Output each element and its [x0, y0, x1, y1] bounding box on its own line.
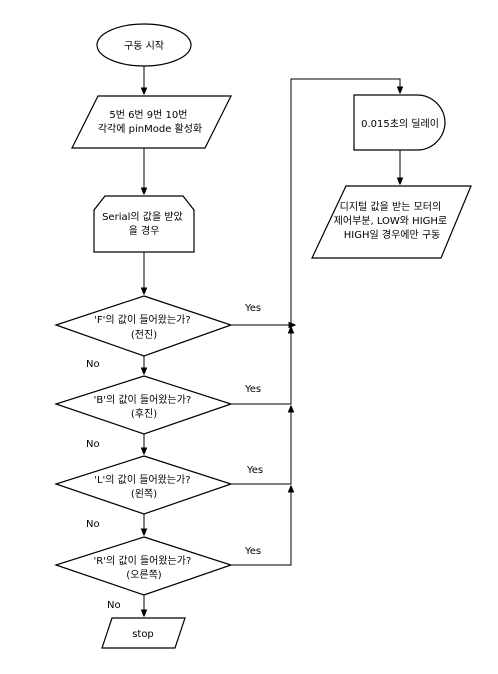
node-start-label: 구동 시작	[124, 40, 164, 52]
node-init-line-1: 5번 6번 9번 10번	[109, 109, 187, 121]
node-drive-line-1: 디지털 값을 받는 모터의	[340, 201, 442, 213]
node-check-f-line-2: (전진)	[131, 329, 157, 341]
label-yes-r: Yes	[244, 546, 261, 557]
edge-l-yes	[231, 406, 291, 485]
node-check-l-line-2: (왼쪽)	[131, 488, 157, 500]
node-serial-line-2: 을 경우	[129, 224, 160, 237]
node-check-r-line-2: (오른쪽)	[126, 569, 162, 581]
node-delay-label: 0.015초의 딜레이	[361, 118, 439, 130]
edge-b-yes	[231, 327, 291, 405]
edge-r-yes	[231, 486, 291, 566]
svg-text:'F'의 값이 들어왔는가? (전진): 'F'의 값이 들어왔는가? (전진)	[94, 314, 194, 341]
node-delay: 0.015초의 딜레이	[353, 94, 446, 151]
node-serial-line-1: Serial의 값을 받았	[102, 211, 183, 223]
label-no-r: No	[107, 600, 121, 611]
svg-text:Serial의 값을 받았 을 경우: Serial의 값을 받았 을 경우	[102, 211, 186, 237]
node-serial: Serial의 값을 받았 을 경우	[93, 195, 195, 253]
label-yes-l: Yes	[246, 465, 263, 476]
label-yes-b: Yes	[244, 384, 261, 395]
edge-merge-to-delay	[290, 78, 400, 325]
node-init: 5번 6번 9번 10번 각각에 pinMode 활성화	[71, 95, 232, 149]
node-check-l: 'L'의 값이 들어왔는가? (왼쪽)	[54, 455, 233, 515]
edges	[144, 66, 400, 616]
svg-text:'B'의 값이 들어왔는가? (후진): 'B'의 값이 들어왔는가? (후진)	[94, 394, 195, 420]
node-drive-line-2: 제어부분, LOW와 HIGH로	[334, 215, 447, 227]
label-no-l: No	[86, 519, 100, 530]
node-check-l-line-1: 'L'의 값이 들어왔는가?	[94, 474, 190, 486]
node-check-b-line-1: 'B'의 값이 들어왔는가?	[94, 394, 192, 406]
edge-labels: Yes No Yes No Yes No Yes No	[86, 303, 263, 611]
node-check-f: 'F'의 값이 들어왔는가? (전진)	[54, 295, 233, 357]
node-check-f-line-1: 'F'의 값이 들어왔는가?	[94, 314, 191, 326]
node-stop-label: stop	[132, 629, 154, 640]
svg-text:'R'의 값이 들어왔는가? (오른쪽): 'R'의 값이 들어왔는가? (오른쪽)	[94, 555, 195, 581]
label-no-f: No	[86, 359, 100, 370]
svg-text:디지털 값을 받는 모터의 제어부분, LOW와: 디지털 값을 받는 모터의 제어부분, LOW와 HIGH로 HIGH일 경우에…	[334, 201, 451, 241]
node-check-b: 'B'의 값이 들어왔는가? (후진)	[54, 375, 233, 435]
node-stop: stop	[101, 617, 186, 649]
node-check-r-line-1: 'R'의 값이 들어왔는가?	[94, 555, 192, 567]
node-check-r: 'R'의 값이 들어왔는가? (오른쪽)	[54, 536, 233, 596]
label-no-b: No	[86, 439, 100, 450]
node-init-line-2: 각각에 pinMode 활성화	[98, 122, 202, 135]
node-drive-line-3: HIGH일 경우에만 구동	[344, 228, 441, 241]
node-check-b-line-2: (후진)	[131, 408, 157, 420]
label-yes-f: Yes	[244, 303, 261, 314]
node-start: 구동 시작	[96, 23, 192, 67]
svg-text:'L'의 값이 들어왔는가? (왼쪽): 'L'의 값이 들어왔는가? (왼쪽)	[94, 474, 194, 500]
node-drive: 디지털 값을 받는 모터의 제어부분, LOW와 HIGH로 HIGH일 경우에…	[311, 185, 472, 259]
svg-text:5번 6번 9번 10번 각각에 pinMode: 5번 6번 9번 10번 각각에 pinMode 활성화	[98, 109, 202, 135]
